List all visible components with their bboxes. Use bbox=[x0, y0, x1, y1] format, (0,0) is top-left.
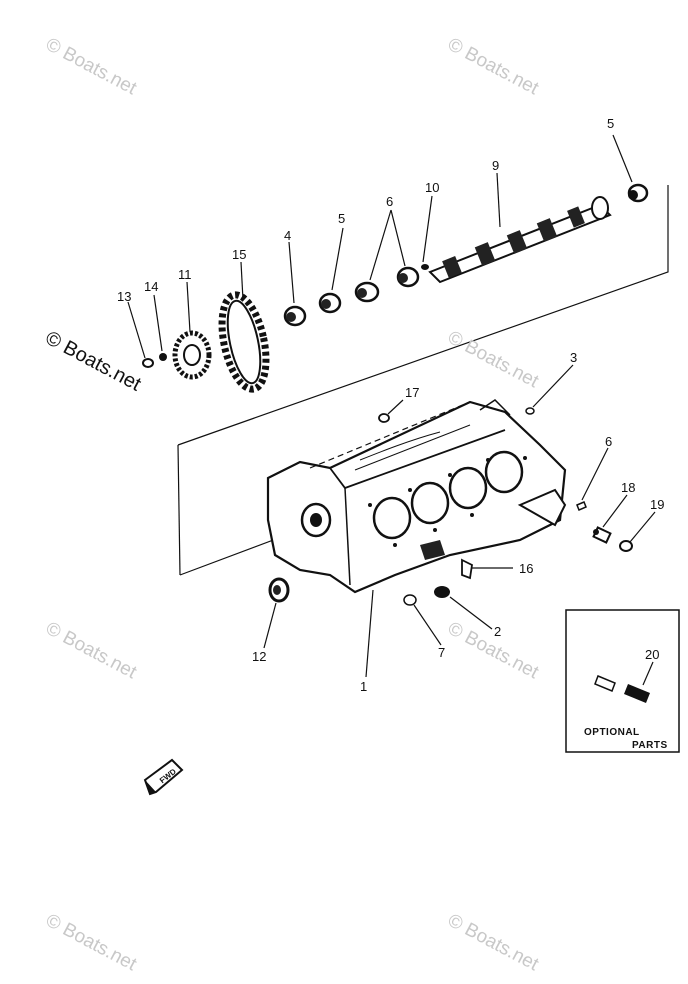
washer-14-part bbox=[159, 353, 167, 361]
callout-4: 4 bbox=[284, 228, 291, 243]
callout-3: 3 bbox=[570, 350, 577, 365]
callout-19: 19 bbox=[650, 497, 664, 512]
key-part bbox=[421, 264, 429, 270]
cam-bearing-4 bbox=[283, 305, 307, 327]
callout-5-top: 5 bbox=[607, 116, 614, 131]
camshaft-frame-line bbox=[177, 185, 669, 446]
callout-2: 2 bbox=[494, 624, 501, 639]
camshaft-frame-line-left bbox=[177, 444, 181, 576]
cam-bearing-rear bbox=[627, 183, 649, 203]
callout-18: 18 bbox=[621, 480, 635, 495]
parts-label: PARTS bbox=[632, 740, 668, 751]
timing-chain-part bbox=[218, 291, 270, 393]
leader-lines bbox=[127, 134, 656, 686]
plug-17-part bbox=[378, 413, 390, 423]
callout-11: 11 bbox=[178, 267, 192, 282]
callout-6: 6 bbox=[386, 194, 393, 209]
dowel-7-part bbox=[403, 594, 417, 606]
callout-15: 15 bbox=[232, 247, 246, 262]
cam-bearing-6b bbox=[396, 266, 420, 288]
callout-1: 1 bbox=[360, 679, 367, 694]
plug-3-part bbox=[525, 407, 535, 415]
cam-sprocket-part bbox=[172, 330, 212, 380]
camshaft-part bbox=[428, 196, 612, 284]
callout-7: 7 bbox=[438, 645, 445, 660]
cylinder-block-part bbox=[266, 399, 567, 594]
optional-label: OPTIONAL bbox=[584, 727, 640, 738]
pin-8-part bbox=[576, 501, 587, 511]
plug-19-part bbox=[619, 540, 633, 552]
callout-16: 16 bbox=[519, 561, 533, 576]
callout-12: 12 bbox=[252, 649, 266, 664]
callout-14: 14 bbox=[144, 279, 158, 294]
cam-bearing-5 bbox=[318, 292, 342, 314]
callout-5: 5 bbox=[338, 211, 345, 226]
seal-12-part bbox=[268, 577, 290, 603]
bolt-13-part bbox=[142, 358, 154, 368]
optional-parts-box bbox=[565, 609, 680, 753]
callout-9: 9 bbox=[492, 158, 499, 173]
plug-2-part bbox=[434, 586, 450, 598]
sensor-20-part bbox=[594, 675, 650, 703]
callout-13: 13 bbox=[117, 289, 131, 304]
callout-20: 20 bbox=[645, 647, 659, 662]
plug-18-part bbox=[592, 526, 612, 544]
cam-bearing-6a bbox=[354, 281, 380, 303]
callout-17: 17 bbox=[405, 385, 419, 400]
callout-8: 6 bbox=[605, 434, 612, 449]
fwd-arrow-icon bbox=[143, 758, 184, 796]
fitting-16-part bbox=[461, 558, 473, 580]
callout-10: 10 bbox=[425, 180, 439, 195]
